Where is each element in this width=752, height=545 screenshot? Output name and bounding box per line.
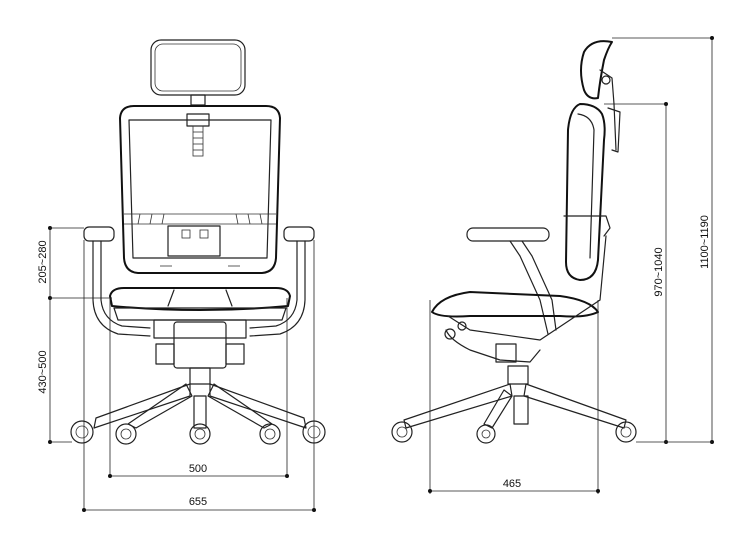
dim-seat-height: 430~500 xyxy=(37,350,49,393)
dim-seat-width: 500 xyxy=(189,463,207,475)
side-casters xyxy=(391,421,637,444)
side-backrest xyxy=(563,103,611,281)
front-mechanism xyxy=(153,319,247,385)
dim-overall-height: 1100~1190 xyxy=(699,215,711,269)
front-view xyxy=(70,39,326,445)
dim-backrest-height: 970~1040 xyxy=(653,247,665,296)
lumbar-mesh xyxy=(137,213,263,225)
front-armrest-right xyxy=(249,226,315,337)
side-view xyxy=(391,40,637,444)
side-headrest xyxy=(580,40,621,153)
dim-overall-width: 655 xyxy=(189,496,207,508)
side-mechanism xyxy=(444,321,541,385)
dim-seat-to-armrest: 205~280 xyxy=(37,240,49,283)
front-dimension-lines xyxy=(48,226,316,512)
dim-seat-depth: 465 xyxy=(503,478,521,490)
front-backrest xyxy=(119,105,281,274)
side-dimension-lines xyxy=(428,36,714,494)
front-seat xyxy=(109,287,291,321)
side-base xyxy=(403,383,627,429)
front-armrest-left xyxy=(83,226,151,337)
front-base xyxy=(93,383,307,429)
front-headrest xyxy=(150,39,246,106)
side-armrest xyxy=(466,227,557,335)
